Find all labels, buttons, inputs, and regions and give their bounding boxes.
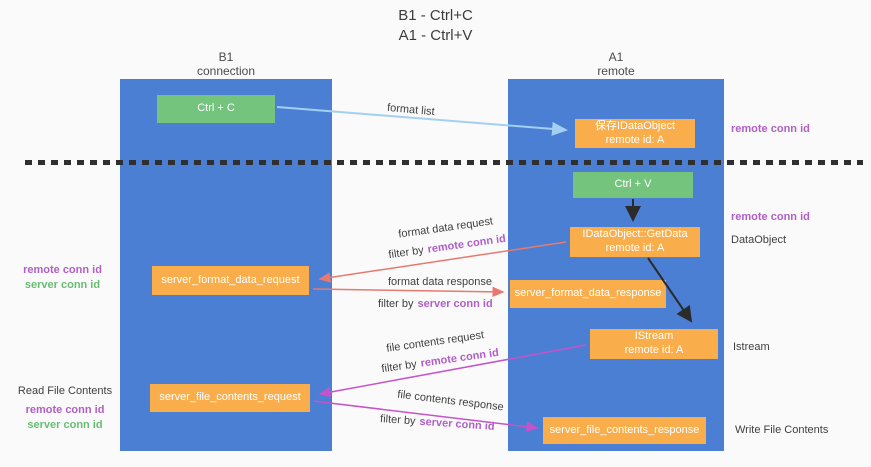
left-server-conn-id-bottom: server conn id: [27, 418, 103, 431]
server-conn-id-text: server conn id: [419, 415, 495, 433]
label-file-contents-response: file contents response: [396, 388, 505, 414]
node-idataobject-getdata: IDataObject::GetData remote id: A: [570, 227, 700, 257]
node-server-format-data-response: server_format_data_response: [510, 280, 666, 308]
node-save-idataobject-line2: remote id: A: [605, 133, 665, 146]
node-save-idataobject-line1: 保存IDataObject: [594, 119, 676, 132]
left-remote-conn-id-bottom: remote conn id: [25, 403, 105, 416]
node-server-format-data-request: server_format_data_request: [152, 266, 309, 295]
left-column-name: B1: [218, 50, 234, 64]
label-format-list: format list: [386, 101, 436, 119]
right-dataobject-label: DataObject: [731, 234, 787, 246]
node-server-format-data-response-label: server_format_data_response: [514, 287, 662, 300]
left-column-header: B1 connection: [120, 50, 332, 79]
left-server-conn-id-top: server conn id: [24, 278, 101, 291]
node-ctrl-v: Ctrl + V: [573, 172, 693, 198]
remote-conn-id-text: remote conn id: [426, 232, 507, 256]
left-remote-conn-id-top: remote conn id: [23, 264, 102, 276]
right-column-name: A1: [608, 50, 624, 64]
title-line-2: A1 - Ctrl+V: [398, 26, 473, 44]
node-getdata-line2: remote id: A: [605, 242, 665, 254]
left-read-file-contents-label: Read File Contents: [17, 385, 113, 397]
left-read-file-group: Read File Contents remote conn id server…: [10, 384, 120, 433]
filter-by-text: filter by: [379, 413, 416, 428]
right-istream-label: Istream: [733, 341, 770, 353]
right-remote-conn-id-mid: remote conn id: [731, 211, 810, 223]
title-line-1: B1 - Ctrl+C: [398, 7, 473, 24]
node-server-file-contents-response: server_file_contents_response: [543, 417, 706, 444]
right-write-file-contents-label: Write File Contents: [735, 424, 829, 436]
diagram-title: B1 - Ctrl+C A1 - Ctrl+V: [0, 6, 871, 45]
node-ctrl-c-label: Ctrl + C: [197, 102, 235, 115]
node-save-idataobject: 保存IDataObject remote id: A: [575, 119, 695, 148]
label-format-data-response: format data response: [388, 276, 492, 288]
left-conn-id-group-top: remote conn id server conn id: [10, 263, 115, 293]
node-istream-line1: IStream: [634, 330, 674, 343]
right-column-header: A1 remote: [508, 50, 724, 79]
filter-by-text: filter by: [380, 358, 418, 376]
node-server-file-contents-response-label: server_file_contents_response: [549, 423, 700, 436]
node-server-file-contents-request: server_file_contents_request: [150, 384, 310, 412]
dashed-separator-line: [25, 160, 863, 165]
node-ctrl-c: Ctrl + C: [157, 95, 275, 123]
right-column-role: remote: [597, 64, 635, 79]
arrow-format-data-response: [312, 286, 505, 298]
filter-by-text: filter by: [378, 298, 414, 310]
node-server-format-data-request-label: server_format_data_request: [161, 273, 300, 286]
right-remote-conn-id-top: remote conn id: [731, 123, 810, 135]
filter-by-text: filter by: [387, 244, 425, 262]
node-istream: IStream remote id: A: [590, 329, 718, 359]
remote-conn-id-text: remote conn id: [419, 346, 500, 370]
node-server-file-contents-request-label: server_file_contents_request: [159, 391, 301, 404]
node-getdata-line1: IDataObject::GetData: [582, 228, 688, 241]
node-ctrl-v-label: Ctrl + V: [614, 178, 652, 191]
node-istream-line2: remote id: A: [624, 344, 684, 356]
server-conn-id-text: server conn id: [417, 298, 493, 310]
left-column-role: connection: [196, 64, 256, 79]
